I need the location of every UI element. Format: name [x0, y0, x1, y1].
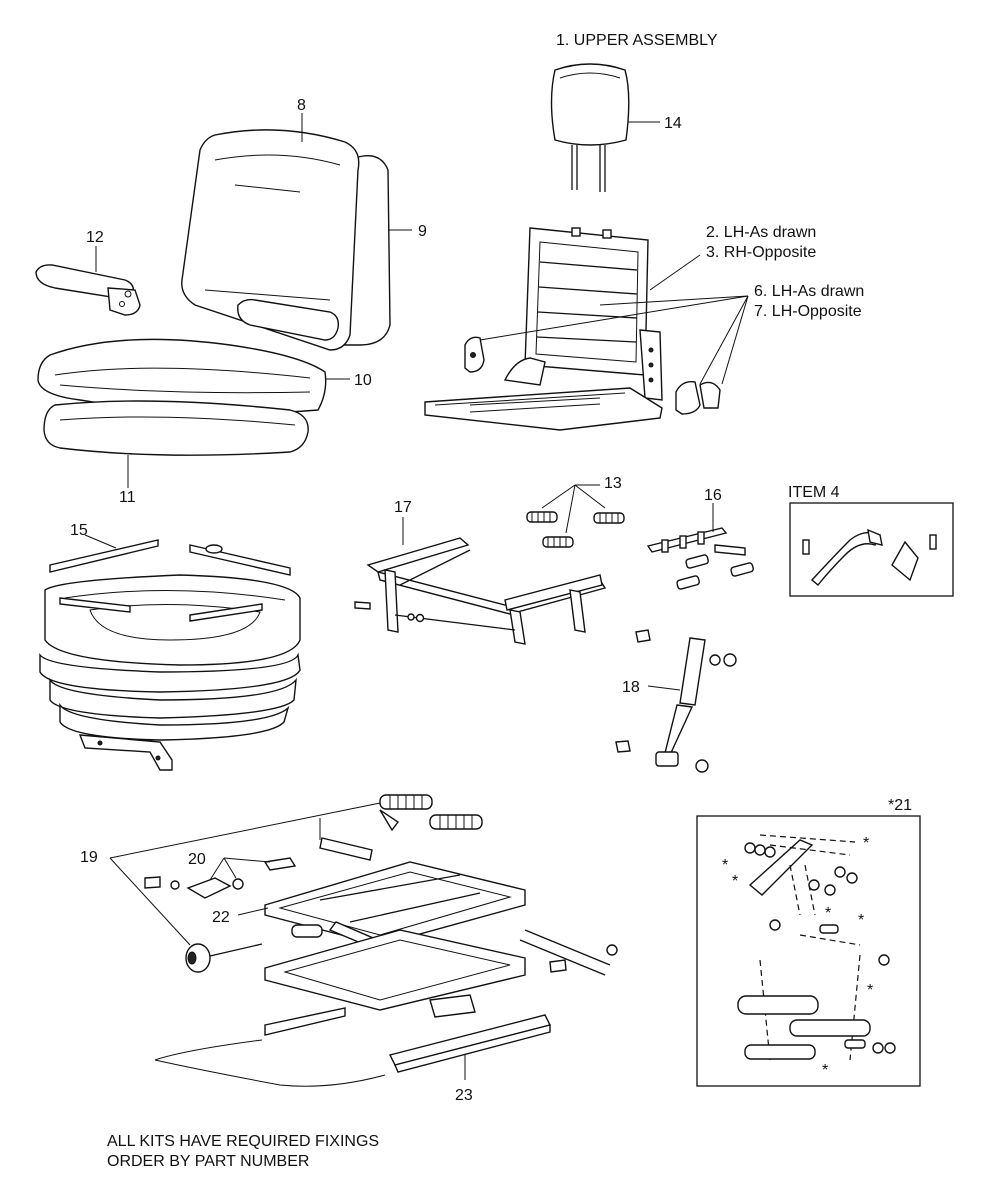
fasteners-20 [144, 857, 297, 899]
armrest-right [237, 298, 340, 341]
asterisk-3: * [863, 835, 869, 852]
headrest [550, 63, 630, 192]
callout-20: 20 [188, 851, 206, 868]
hinge-bracket-right [675, 381, 721, 415]
back-frame [424, 227, 663, 431]
callout-10: 10 [354, 372, 372, 389]
hinge-label-lh: 6. LH-As drawn [754, 283, 864, 300]
seat-pan-suspension [39, 539, 301, 771]
springs-13 [526, 511, 625, 548]
asterisk-1: * [722, 857, 728, 874]
asterisk-7: * [822, 1062, 828, 1079]
frame-label-rh: 3. RH-Opposite [706, 244, 816, 261]
slide-frame-17 [354, 537, 607, 645]
callout-12: 12 [86, 229, 104, 246]
asterisk-2: * [732, 873, 738, 890]
height-adjust-knob [185, 943, 263, 973]
callout-19: 19 [80, 849, 98, 866]
callout-14: 14 [664, 115, 682, 132]
callout-16: 16 [704, 487, 722, 504]
armrest-12 [35, 264, 141, 316]
callout-8: 8 [297, 97, 306, 114]
callout-15: 15 [70, 522, 88, 539]
seat-cushion [37, 338, 327, 415]
hinge-bracket-left [464, 336, 485, 373]
callout-9: 9 [418, 223, 427, 240]
frame-label-lh: 2. LH-As drawn [706, 224, 816, 241]
scissor-suspension-frame [264, 861, 618, 1036]
footer-line-1: ALL KITS HAVE REQUIRED FIXINGS [107, 1133, 380, 1150]
gas-strut-18 [615, 629, 737, 773]
asterisk-6: * [867, 982, 873, 999]
suspension-springs [319, 794, 483, 861]
upper-assembly-title: 1. UPPER ASSEMBLY [556, 32, 718, 49]
item4-title: ITEM 4 [788, 484, 840, 501]
asterisk-4: * [825, 905, 831, 922]
callout-11: 11 [119, 489, 136, 506]
item4-box [789, 502, 954, 597]
callout-17: 17 [394, 499, 412, 516]
backrest-cushion [181, 129, 391, 351]
footer-line-2: ORDER BY PART NUMBER [107, 1153, 310, 1170]
seat-base-cushion [43, 400, 309, 456]
item21-title: *21 [888, 797, 912, 814]
hinge-label-opposite: 7. LH-Opposite [754, 303, 862, 320]
callout-22: 22 [212, 909, 230, 926]
callout-23: 23 [455, 1087, 473, 1104]
asterisk-5: * [858, 912, 864, 929]
rail-16 [646, 527, 754, 590]
ordering-notes: ALL KITS HAVE REQUIRED FIXINGS ORDER BY … [107, 1132, 379, 1172]
callout-13: 13 [604, 475, 622, 492]
base-rails-23 [154, 1014, 552, 1087]
callout-18: 18 [622, 679, 640, 696]
item21-box [696, 815, 921, 1087]
